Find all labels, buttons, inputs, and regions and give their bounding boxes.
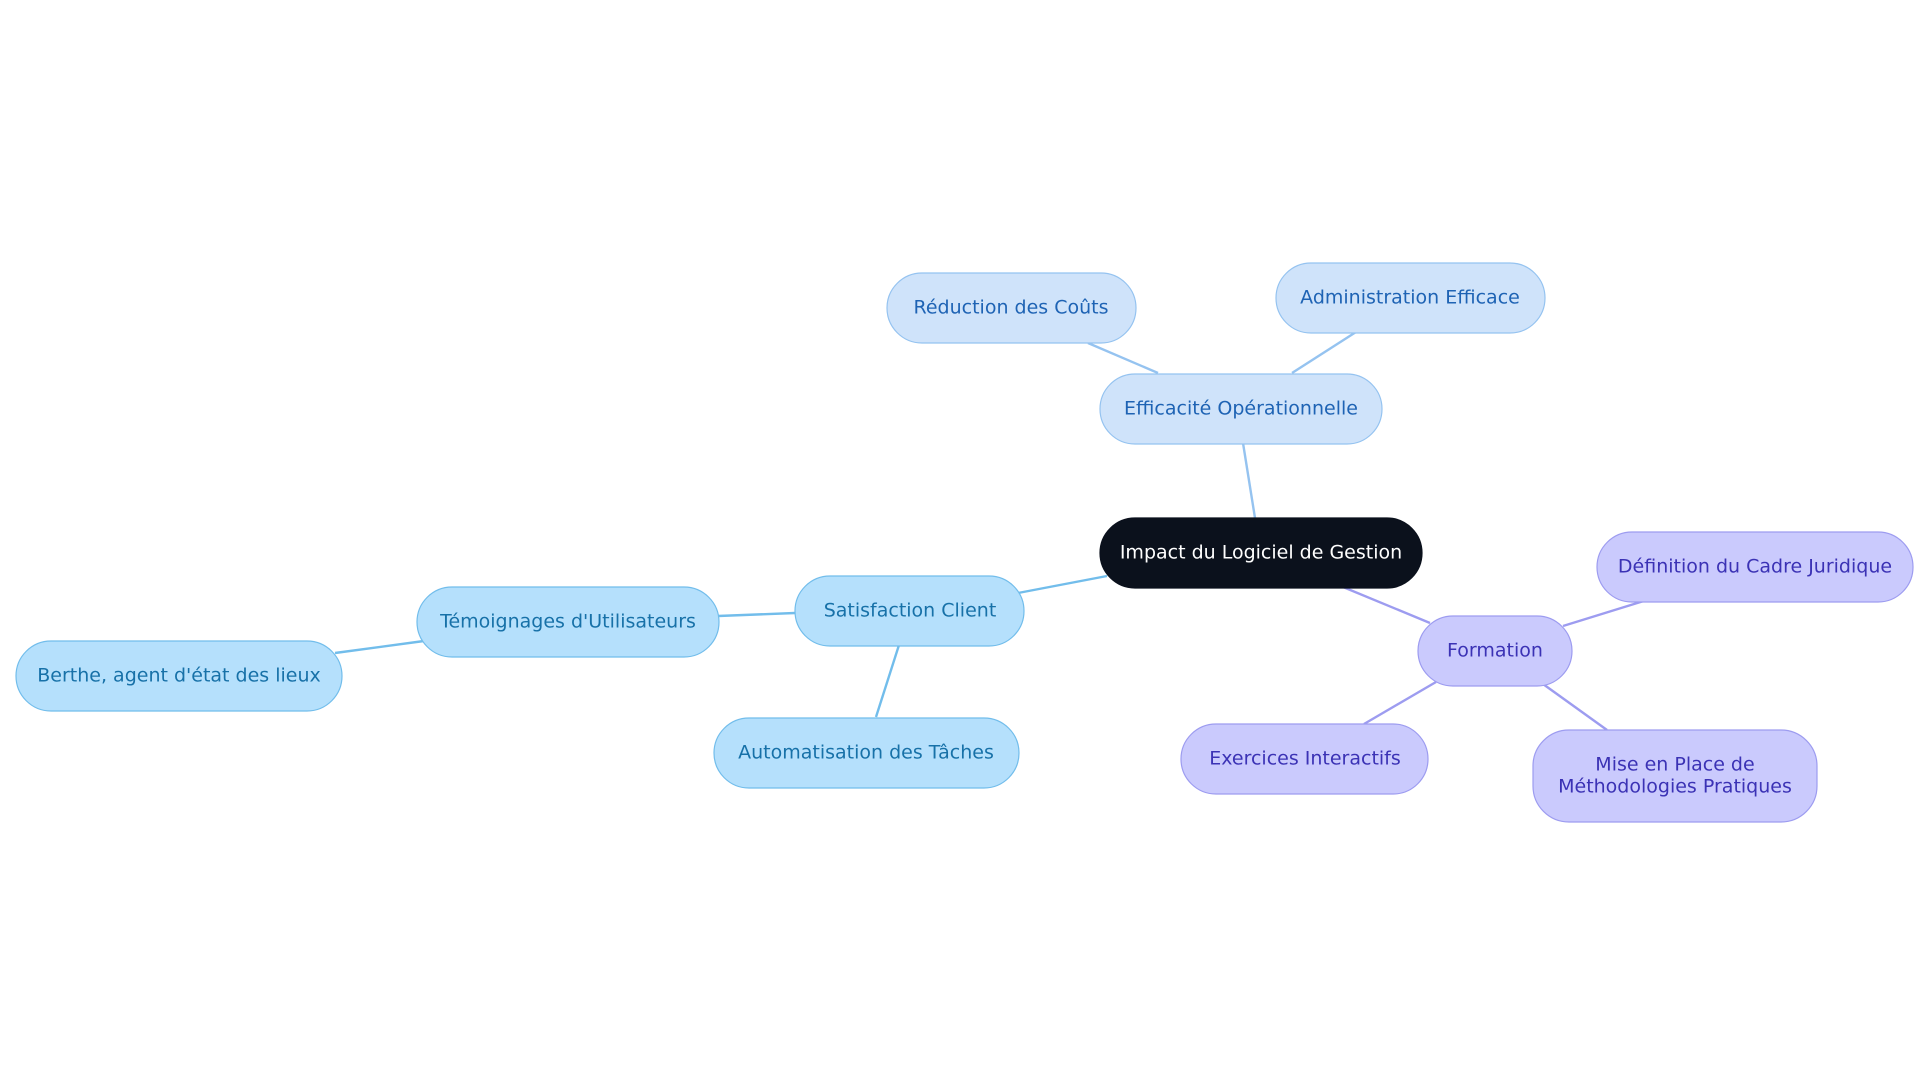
administration-efficace-node[interactable]: Administration Efficace <box>1275 262 1546 334</box>
definition-cadre-label: Définition du Cadre Juridique <box>1618 556 1892 578</box>
exercices-label: Exercices Interactifs <box>1209 748 1401 770</box>
temoignages-node[interactable]: Témoignages d'Utilisateurs <box>416 586 720 658</box>
edge-formation-methodologies <box>1542 683 1608 731</box>
administration-efficace-label: Administration Efficace <box>1300 287 1520 309</box>
edge-formation-exercices <box>1363 680 1437 726</box>
edge-satisfaction-automatisation <box>874 644 901 718</box>
reduction-couts-label: Réduction des Coûts <box>914 297 1109 319</box>
berthe-node[interactable]: Berthe, agent d'état des lieux <box>15 640 343 712</box>
berthe-label: Berthe, agent d'état des lieux <box>37 665 321 687</box>
methodologies-node[interactable]: Mise en Place de Méthodologies Pratiques <box>1532 729 1818 823</box>
edge-formation-definition <box>1562 598 1648 628</box>
exercices-node[interactable]: Exercices Interactifs <box>1180 723 1429 795</box>
methodologies-label-line2: Méthodologies Pratiques <box>1558 776 1792 798</box>
formation-label: Formation <box>1447 640 1543 662</box>
automatisation-label: Automatisation des Tâches <box>738 742 994 764</box>
edge-temoignages-berthe <box>334 639 425 655</box>
satisfaction-client-label: Satisfaction Client <box>824 600 997 622</box>
reduction-couts-node[interactable]: Réduction des Coûts <box>886 272 1137 344</box>
edge-root-satisfaction <box>1017 574 1108 595</box>
edge-efficacite-reduction <box>1087 341 1159 375</box>
edge-satisfaction-temoignages <box>717 611 796 618</box>
formation-node[interactable]: Formation <box>1417 615 1573 687</box>
root-node[interactable]: Impact du Logiciel de Gestion <box>1099 517 1423 589</box>
satisfaction-client-node[interactable]: Satisfaction Client <box>794 575 1025 647</box>
methodologies-label-line1: Mise en Place de <box>1595 754 1754 776</box>
root-label: Impact du Logiciel de Gestion <box>1120 542 1402 564</box>
temoignages-label: Témoignages d'Utilisateurs <box>439 611 696 633</box>
edge-root-formation <box>1342 585 1431 625</box>
efficacite-node[interactable]: Efficacité Opérationnelle <box>1099 373 1383 445</box>
efficacite-label: Efficacité Opérationnelle <box>1124 398 1358 420</box>
edge-efficacite-administration <box>1291 330 1357 375</box>
automatisation-node[interactable]: Automatisation des Tâches <box>713 717 1020 789</box>
edge-root-efficacite <box>1241 442 1257 519</box>
definition-cadre-node[interactable]: Définition du Cadre Juridique <box>1596 531 1914 603</box>
connector-lines <box>334 330 1648 731</box>
